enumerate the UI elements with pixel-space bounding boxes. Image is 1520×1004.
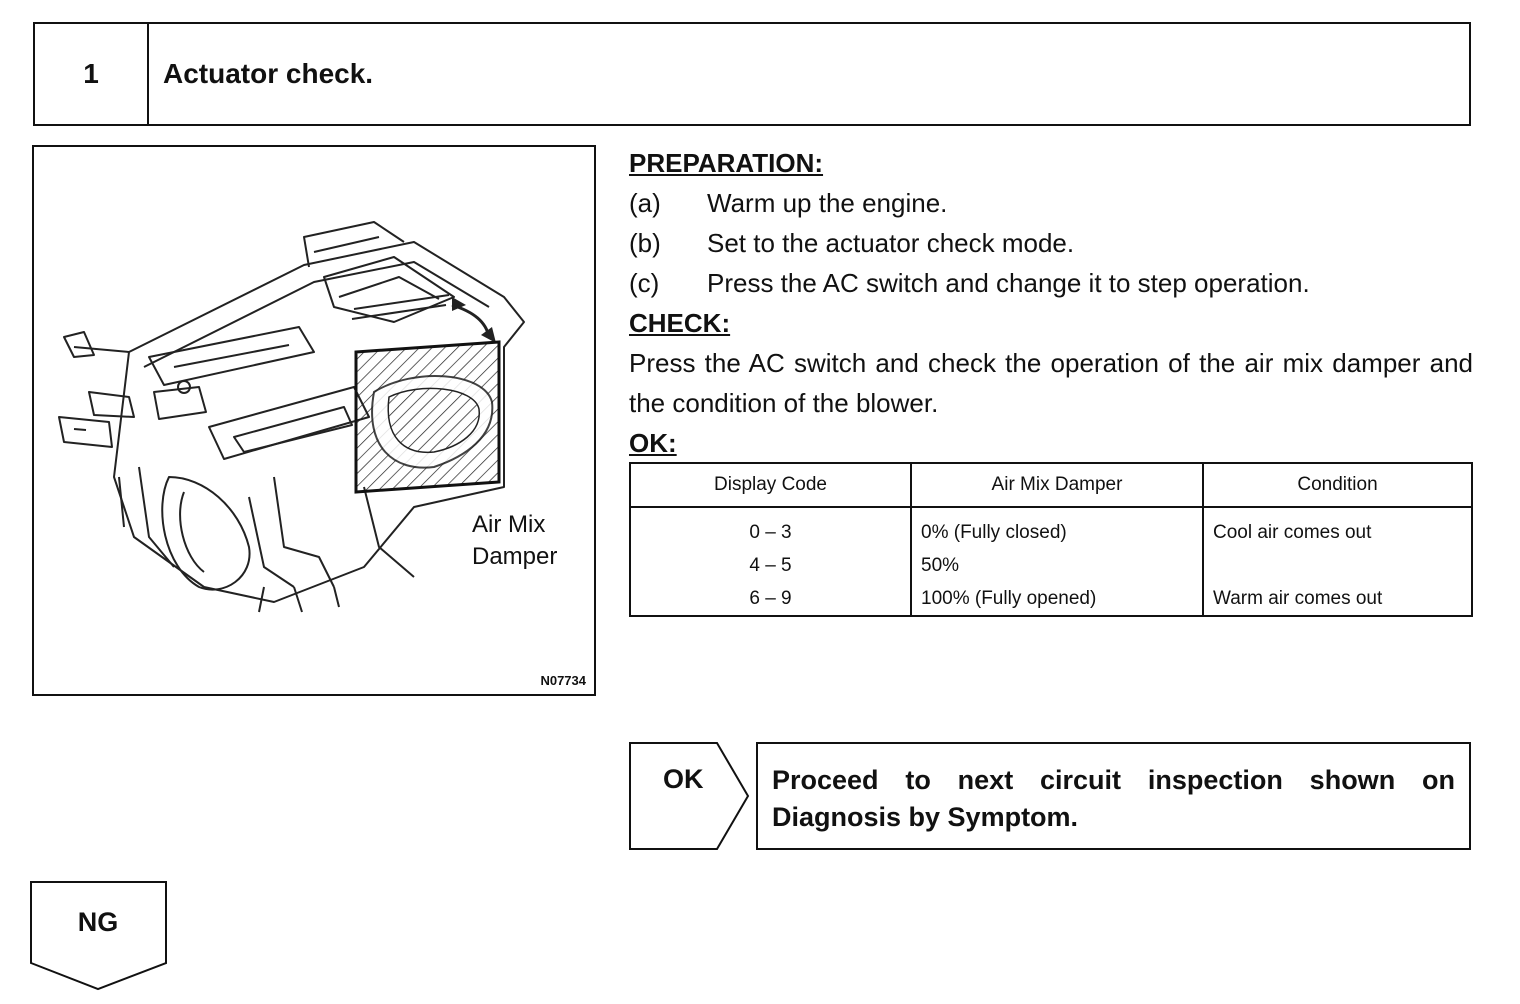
check-heading: CHECK: [629, 308, 731, 338]
label-line-1: Air Mix [472, 511, 546, 538]
item-letter: (c) [629, 268, 660, 298]
label-line-2: Damper [472, 543, 558, 570]
ng-result-tag: NG [30, 881, 168, 991]
item-text: Press the AC switch and change it to ste… [707, 268, 1310, 298]
prep-item-a: (a) Warm up the engine. [629, 183, 1473, 223]
ok-result-text: Proceed to next circuit inspection shown… [756, 742, 1471, 850]
table-cell: Cool air comes out [1213, 522, 1372, 543]
table-cell: Warm air comes out [1213, 588, 1383, 609]
check-text: Press the AC switch and check the operat… [629, 348, 1473, 418]
prep-item-c: (c) Press the AC switch and change it to… [629, 263, 1473, 303]
header-air-mix-damper: Air Mix Damper [910, 462, 1204, 508]
heater-unit-drawing [58, 221, 525, 613]
table-cell: 50% [921, 555, 960, 576]
item-text: Warm up the engine. [707, 188, 948, 218]
instructions: PREPARATION: (a) Warm up the engine. (b)… [629, 143, 1473, 463]
column-condition: Cool air comes out Warm air comes out [1202, 507, 1473, 617]
table-row: 0 – 3 4 – 5 6 – 9 0% (Fully closed) 50% … [629, 507, 1473, 617]
ok-arrow-shape [629, 742, 750, 850]
ok-table: Display Code Air Mix Damper Condition 0 … [629, 462, 1473, 617]
header-display-code: Display Code [629, 462, 912, 508]
ok-tag-label: OK [663, 764, 704, 794]
ok-heading: OK: [629, 428, 677, 458]
table-cell [1213, 549, 1471, 582]
table-cell: 6 – 9 [749, 588, 792, 609]
table-cell: 100% (Fully opened) [921, 588, 1097, 609]
header-condition: Condition [1202, 462, 1473, 508]
table-header-row: Display Code Air Mix Damper Condition [629, 462, 1473, 508]
actuator-illustration: Air Mix Damper N07734 [32, 145, 596, 696]
ng-tag-label: NG [77, 907, 119, 937]
item-letter: (a) [629, 188, 661, 218]
figure-code: N07734 [540, 673, 586, 688]
ok-result-tag: OK [629, 742, 751, 850]
item-letter: (b) [629, 228, 661, 258]
prep-item-b: (b) Set to the actuator check mode. [629, 223, 1473, 263]
column-display-code: 0 – 3 4 – 5 6 – 9 [629, 507, 912, 617]
table-cell: 4 – 5 [749, 555, 792, 576]
table-cell: 0 – 3 [749, 522, 792, 543]
step-title: Actuator check. [163, 58, 374, 89]
table-cell: 0% (Fully closed) [921, 522, 1067, 543]
ng-arrow-shape [30, 881, 167, 991]
air-mix-damper-label: Air Mix Damper [472, 509, 557, 573]
column-air-mix-damper: 0% (Fully closed) 50% 100% (Fully opened… [910, 507, 1204, 617]
step-header: 1 Actuator check. [33, 22, 1471, 126]
step-number: 1 [35, 24, 149, 124]
preparation-heading: PREPARATION: [629, 148, 824, 178]
item-text: Set to the actuator check mode. [707, 228, 1075, 258]
